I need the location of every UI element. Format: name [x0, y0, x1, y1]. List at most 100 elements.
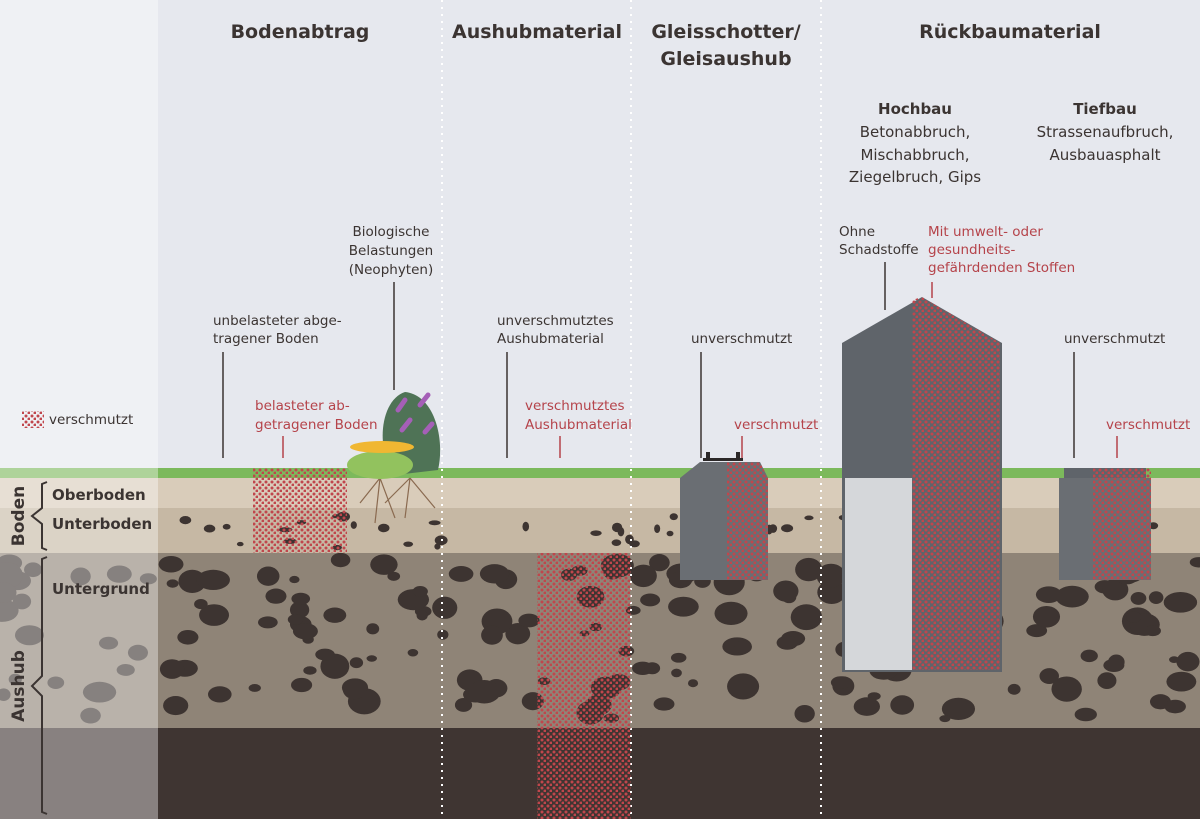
- label-belastet: getragener Boden: [255, 417, 378, 433]
- stone: [203, 524, 216, 533]
- stone: [1051, 676, 1082, 702]
- stone: [1148, 591, 1164, 604]
- legend-column: [0, 0, 158, 819]
- stone: [315, 648, 335, 661]
- stone: [1007, 683, 1021, 695]
- label-unbelastet: tragener Boden: [213, 331, 319, 347]
- stone: [1026, 624, 1048, 638]
- unterboden-layer: [0, 508, 1200, 553]
- building: [842, 297, 1002, 672]
- stone: [291, 592, 311, 605]
- label-ohne: Ohne: [839, 224, 875, 240]
- stone: [289, 601, 310, 619]
- neophyte-plant-icon: [347, 392, 441, 524]
- stone: [671, 668, 682, 678]
- hochbau-line: Betonabbruch,: [860, 123, 971, 141]
- stone: [323, 607, 347, 623]
- leader-lines: [222, 262, 1075, 458]
- stone: [853, 697, 880, 716]
- stone: [479, 564, 510, 584]
- stone: [670, 652, 687, 663]
- stone: [158, 555, 184, 573]
- stone: [795, 557, 823, 582]
- stone: [773, 580, 799, 602]
- group-label-aushub: Aushub: [9, 650, 29, 722]
- stone: [166, 579, 179, 588]
- stone: [179, 516, 192, 525]
- stone: [196, 569, 230, 590]
- stone: [1103, 658, 1125, 672]
- stone: [1126, 611, 1142, 623]
- stone: [199, 604, 230, 626]
- stone: [412, 585, 428, 597]
- stone: [24, 562, 42, 578]
- stone: [366, 655, 377, 662]
- stone: [522, 521, 530, 532]
- stone: [1102, 578, 1129, 601]
- stone: [505, 623, 531, 645]
- stone: [644, 662, 661, 675]
- stone: [387, 571, 401, 581]
- dot-pattern-icon: [22, 411, 44, 428]
- stone: [939, 715, 951, 723]
- stone: [1144, 625, 1161, 637]
- stone: [407, 649, 419, 657]
- rail-ballast: [680, 452, 768, 580]
- contaminated-soil-patch: [253, 468, 347, 553]
- stone: [590, 530, 602, 537]
- label-mit: gesundheits-: [928, 242, 1016, 258]
- label-unverschmutzt-aushub: Aushubmaterial: [497, 331, 604, 347]
- stone: [1080, 649, 1098, 663]
- label-verschmutzt-aushub: Aushubmaterial: [525, 417, 632, 433]
- stone: [287, 614, 304, 625]
- label-gleis-clean: unverschmutzt: [691, 331, 792, 347]
- stone: [370, 554, 398, 575]
- road-structure: [1059, 468, 1151, 580]
- stone: [80, 707, 101, 724]
- stone: [776, 635, 799, 650]
- stone: [303, 666, 317, 675]
- label-ohne: Schadstoffe: [839, 242, 919, 258]
- stone: [1148, 522, 1159, 530]
- stone: [454, 697, 473, 712]
- header-rueckbau: Rückbaumaterial: [919, 21, 1101, 43]
- layer-label-untergrund: Untergrund: [52, 580, 150, 598]
- stone: [1166, 671, 1197, 692]
- stone: [0, 582, 17, 603]
- stone: [0, 562, 23, 589]
- stone: [640, 593, 661, 607]
- label-verschmutzt-aushub: verschmutztes: [525, 398, 625, 414]
- stone: [727, 673, 760, 700]
- tiefbau-title: Tiefbau: [1073, 100, 1137, 118]
- stone: [448, 566, 474, 582]
- stone: [258, 616, 278, 629]
- stone: [98, 636, 119, 650]
- tiefbau-line: Ausbauasphalt: [1049, 146, 1160, 164]
- stone: [236, 541, 244, 547]
- label-tief-clean: unverschmutzt: [1064, 331, 1165, 347]
- stone: [654, 524, 661, 533]
- label-mit: Mit umwelt- oder: [928, 224, 1043, 240]
- layer-label-unterboden: Unterboden: [52, 515, 152, 533]
- label-bio: Biologische: [353, 224, 430, 240]
- stone: [248, 684, 261, 692]
- stone: [1189, 557, 1200, 568]
- stone: [434, 543, 441, 550]
- stone: [70, 567, 91, 586]
- stone: [481, 625, 503, 645]
- stone: [8, 673, 22, 686]
- stone: [625, 534, 634, 545]
- stone: [734, 640, 752, 654]
- stone: [163, 696, 189, 716]
- stone: [366, 623, 380, 635]
- stone: [687, 679, 699, 688]
- stone: [378, 523, 390, 533]
- stone: [790, 604, 823, 631]
- stone: [428, 520, 441, 526]
- stone: [611, 522, 623, 533]
- stone: [437, 629, 449, 640]
- stone: [629, 564, 657, 588]
- stone: [289, 575, 300, 584]
- stone: [666, 530, 674, 537]
